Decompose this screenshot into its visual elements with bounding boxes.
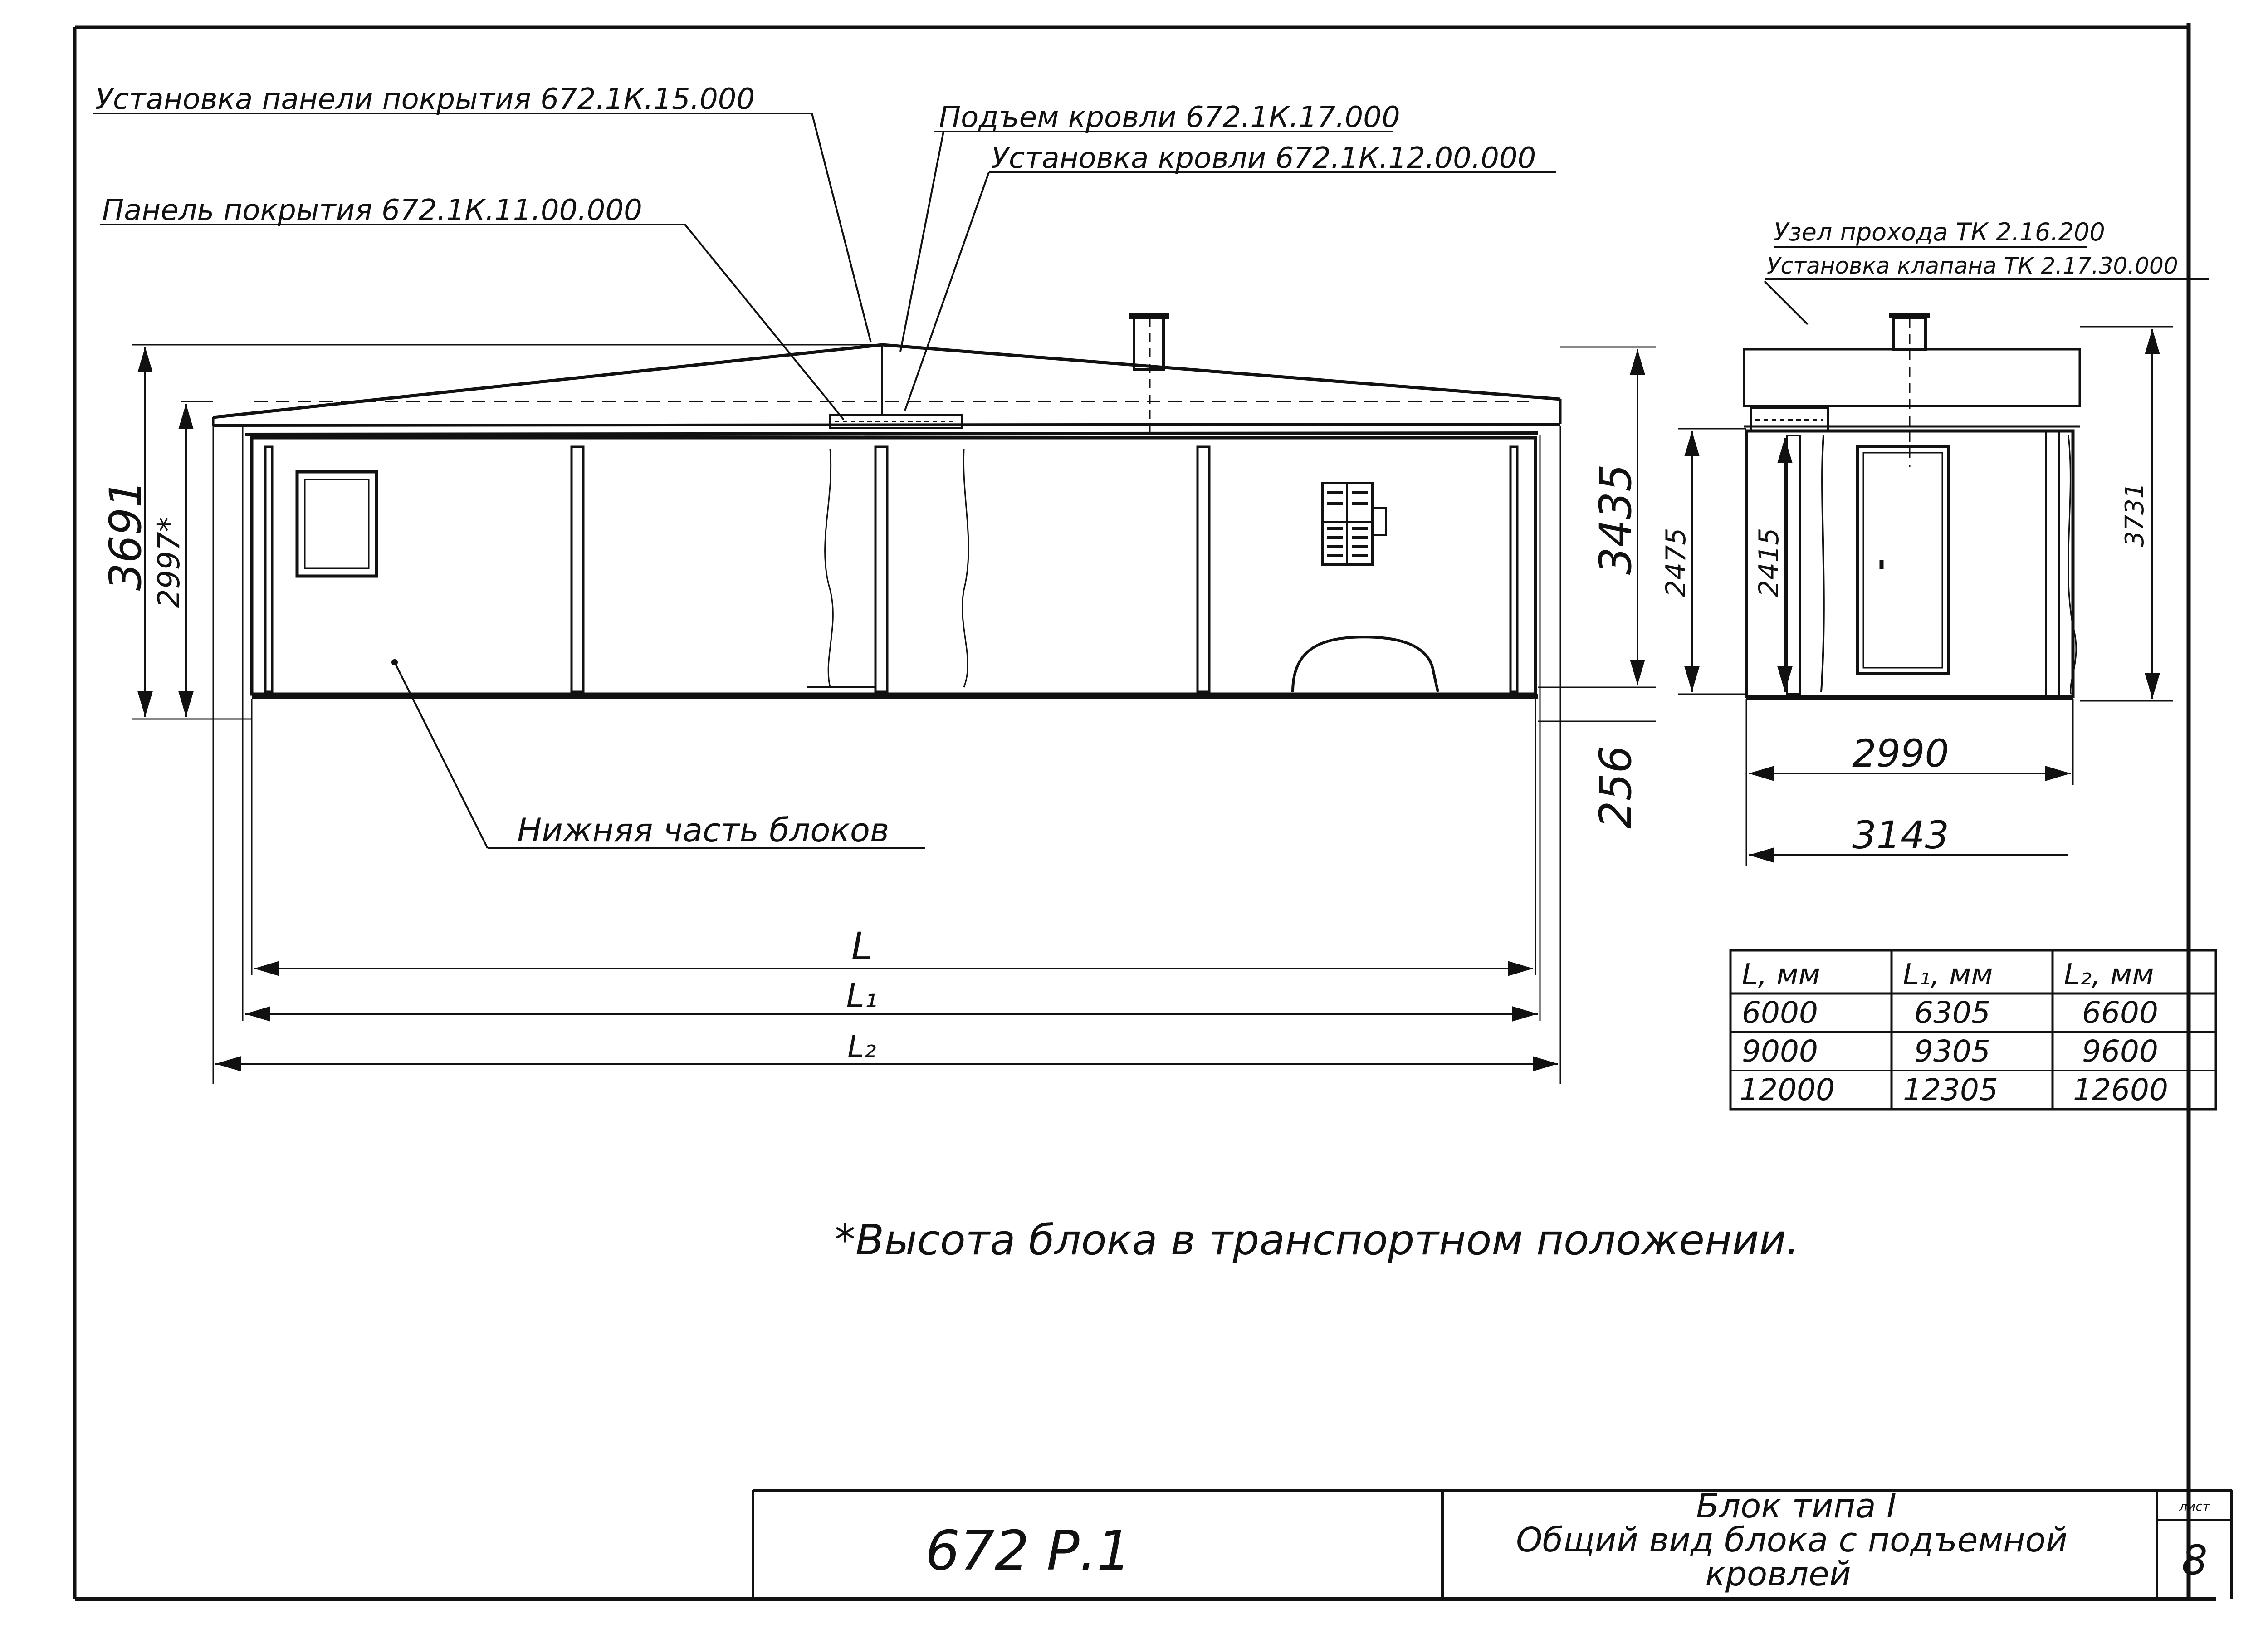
dim-transport-height: 2997* [152, 517, 186, 608]
title-block: 672 Р.1 Блок типа I Общий вид блока с по… [752, 1487, 2233, 1599]
dim-left [132, 344, 882, 720]
leader-lines [93, 113, 1556, 849]
dim-side-2475: 2475 [1660, 528, 1692, 597]
callout-roof-lift: Подъем кровли 672.1К.17.000 [939, 101, 1400, 134]
dim-lengths [212, 426, 1561, 1084]
dim-right [1538, 346, 1656, 722]
title-line-3: кровлей [1705, 1555, 1851, 1594]
dim-right-height: 3435 [1590, 464, 1641, 575]
table-cell: 9600 [2082, 1034, 2158, 1069]
sheet-label: лист [2179, 1499, 2210, 1514]
dim-side-2415: 2415 [1753, 528, 1785, 597]
electrical-panel [1321, 482, 1387, 566]
table-header-l2: L₂, мм [2064, 958, 2154, 992]
callout-roof-panel-install: Установка панели покрытия 672.1К.15.000 [95, 83, 755, 116]
dim-total-height: 3691 [100, 480, 151, 591]
document-code: 672 Р.1 [925, 1520, 1131, 1583]
dim-length-L1: L₁ [846, 977, 878, 1015]
sheet-frame [73, 23, 2216, 1601]
callout-valve-install: Установка клапана ТК 2.17.30.000 [1767, 253, 2178, 279]
dim-width-2990: 2990 [1852, 731, 1949, 776]
chimney [1129, 313, 1169, 435]
wall-panels [250, 436, 1538, 699]
dim-side-3731: 3731 [2120, 483, 2150, 548]
side-view: Узел прохода ТК 2.16.200 Установка клапа… [1660, 218, 2209, 866]
table-cell: 6600 [2082, 995, 2158, 1030]
window [295, 470, 378, 578]
roof [212, 343, 1562, 436]
side-dims [1678, 326, 2173, 866]
table-cell: 12305 [1903, 1072, 1998, 1107]
table-cell: 12000 [1740, 1072, 1835, 1107]
dim-base-height: 256 [1590, 745, 1641, 828]
callout-lower-part: Нижняя часть блоков [517, 811, 889, 849]
length-table: L, мм L₁, мм L₂, мм 6000 6305 6600 9000 … [1729, 949, 2217, 1111]
callout-roof-panel: Панель покрытия 672.1К.11.00.000 [102, 194, 642, 227]
dim-length-L: L [851, 924, 873, 969]
callout-pass-node: Узел прохода ТК 2.16.200 [1774, 218, 2105, 246]
table-cell: 6305 [1914, 995, 1990, 1030]
table-cell: 6000 [1742, 995, 1818, 1030]
table-cell: 9305 [1914, 1034, 1990, 1069]
title-line-1: Блок типа I [1696, 1487, 1897, 1526]
dim-width-3143: 3143 [1852, 813, 1949, 857]
title-line-2: Общий вид блока с подъемной [1516, 1521, 2068, 1560]
front-view: Установка панели покрытия 672.1К.15.000 … [93, 83, 1656, 1084]
callout-roof-install: Установка кровли 672.1К.12.00.000 [991, 142, 1536, 175]
side-body [1743, 313, 2081, 700]
dim-length-L2: L₂ [847, 1029, 876, 1064]
table-header-l: L, мм [1742, 958, 1820, 992]
table-cell: 9000 [1742, 1034, 1818, 1069]
table-header-l1: L₁, мм [1903, 958, 1993, 992]
transport-height-note: *Высота блока в транспортном положении. [835, 1216, 1799, 1264]
table-cell: 12600 [2073, 1072, 2168, 1107]
sheet-number: 8 [2181, 1536, 2207, 1584]
